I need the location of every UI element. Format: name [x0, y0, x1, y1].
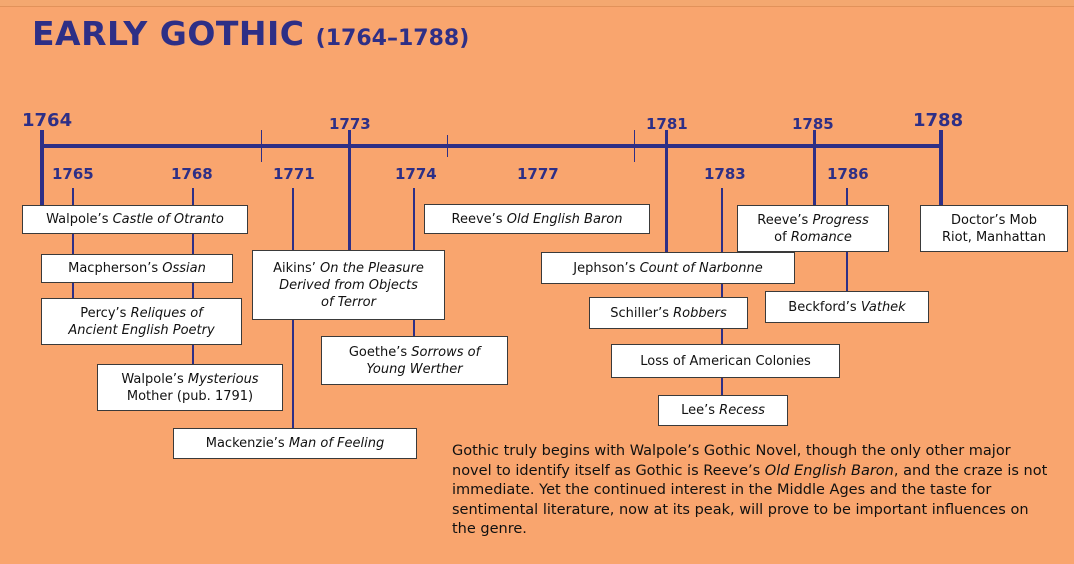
- event-title-cont: Derived from Objects: [279, 277, 418, 293]
- connector-1785: [813, 130, 816, 205]
- top-band: [0, 0, 1074, 7]
- year-1764: 1764: [22, 110, 73, 131]
- event-prefix: Goethe’s: [348, 344, 412, 360]
- event-title: On the Pleasure: [320, 260, 424, 276]
- event-aikins-on-the-pleasure: Aikins’ On the Pleasure Derived from Obj…: [252, 250, 445, 320]
- event-title-cont: Riot, Manhattan: [942, 229, 1046, 245]
- commentary-italic: Old English Baron: [764, 462, 894, 479]
- timeline-axis: [40, 144, 943, 148]
- timeline-tick: [261, 130, 262, 162]
- event-title: Mysterious: [187, 371, 259, 387]
- event-percy-reliques: Percy’s Reliques of Ancient English Poet…: [41, 298, 242, 345]
- timeline-tick: [447, 135, 448, 157]
- event-prefix: Jephson’s: [573, 260, 640, 276]
- event-title: Sorrows of: [411, 344, 481, 360]
- event-title: Man of Feeling: [288, 436, 385, 451]
- event-ossian: Macpherson’s Ossian: [41, 254, 233, 283]
- year-1785: 1785: [792, 115, 834, 133]
- year-1774: 1774: [395, 165, 437, 183]
- event-title: Old English Baron: [506, 211, 623, 227]
- event-title-cont: Young Werther: [366, 361, 463, 377]
- page-title: EARLY GOTHIC (1764–1788): [32, 14, 469, 53]
- connector-1764: [40, 130, 44, 205]
- event-title: Ossian: [162, 261, 206, 276]
- event-prefix: Reeve’s: [757, 212, 813, 228]
- event-prefix: Aikins’: [273, 260, 321, 276]
- event-title: Count of Narbonne: [639, 260, 763, 276]
- event-title: Doctor’s Mob: [951, 212, 1037, 228]
- event-prefix: Lee’s: [681, 403, 720, 418]
- event-title-cont: of Terror: [321, 294, 376, 310]
- event-title-cont: Romance: [790, 229, 852, 245]
- year-1773: 1773: [329, 115, 371, 133]
- title-main: EARLY GOTHIC: [32, 14, 305, 53]
- event-doctors-mob-riot: Doctor’s Mob Riot, Manhattan: [920, 205, 1068, 252]
- event-title-cont: Ancient English Poetry: [68, 322, 215, 338]
- year-1786: 1786: [827, 165, 869, 183]
- year-1768: 1768: [171, 165, 213, 183]
- event-prefix: Schiller’s: [610, 305, 674, 321]
- event-title: Reliques of: [130, 305, 203, 321]
- year-1783: 1783: [704, 165, 746, 183]
- event-mysterious-mother: Walpole’s Mysterious Mother (pub. 1791): [97, 364, 283, 411]
- event-castle-of-otranto: Walpole’s Castle of Otranto: [22, 205, 248, 234]
- year-1788: 1788: [913, 110, 964, 131]
- event-prefix: Walpole’s: [46, 212, 113, 227]
- event-prefix: Beckford’s: [788, 299, 861, 315]
- timeline-tick: [634, 130, 635, 162]
- event-loss-of-american-colonies: Loss of American Colonies: [611, 344, 840, 378]
- connector-1765: [72, 188, 74, 312]
- event-title: Recess: [719, 403, 765, 418]
- connector-1788: [939, 130, 943, 205]
- event-prefix: Walpole’s: [121, 371, 188, 387]
- event-prefix: Mackenzie’s: [205, 436, 289, 451]
- event-lees-recess: Lee’s Recess: [658, 395, 788, 426]
- connector-1781: [665, 130, 668, 252]
- event-title: Vathek: [860, 299, 906, 315]
- commentary-text: Gothic truly begins with Walpole’s Gothi…: [452, 443, 1011, 479]
- event-prefix: Reeve’s: [451, 211, 507, 227]
- event-beckfords-vathek: Beckford’s Vathek: [765, 291, 929, 323]
- connector-1773: [348, 130, 351, 250]
- event-title: Progress: [812, 212, 869, 228]
- event-note: Mother (pub. 1791): [126, 388, 254, 404]
- event-title-cont: of: [774, 229, 791, 245]
- event-sorrows-of-young-werther: Goethe’s Sorrows of Young Werther: [321, 336, 508, 385]
- event-prefix: Macpherson’s: [68, 261, 163, 276]
- event-man-of-feeling: Mackenzie’s Man of Feeling: [173, 428, 417, 459]
- event-count-of-narbonne: Jephson’s Count of Narbonne: [541, 252, 795, 284]
- year-1777: 1777: [517, 165, 559, 183]
- commentary-paragraph: Gothic truly begins with Walpole’s Gothi…: [452, 442, 1052, 540]
- year-1781: 1781: [646, 115, 688, 133]
- year-1765: 1765: [52, 165, 94, 183]
- event-schillers-robbers: Schiller’s Robbers: [589, 297, 748, 329]
- event-prefix: Percy’s: [80, 305, 131, 321]
- event-title: Loss of American Colonies: [640, 353, 811, 369]
- event-progress-of-romance: Reeve’s Progress of Romance: [737, 205, 889, 252]
- year-1771: 1771: [273, 165, 315, 183]
- event-old-english-baron: Reeve’s Old English Baron: [424, 204, 650, 234]
- event-title: Castle of Otranto: [112, 212, 224, 227]
- title-years: (1764–1788): [315, 26, 470, 51]
- connector-1783: [721, 188, 723, 398]
- commentary-text-cont: , and the craze is not immediate. Yet th…: [452, 462, 1048, 538]
- event-title: Robbers: [673, 305, 727, 321]
